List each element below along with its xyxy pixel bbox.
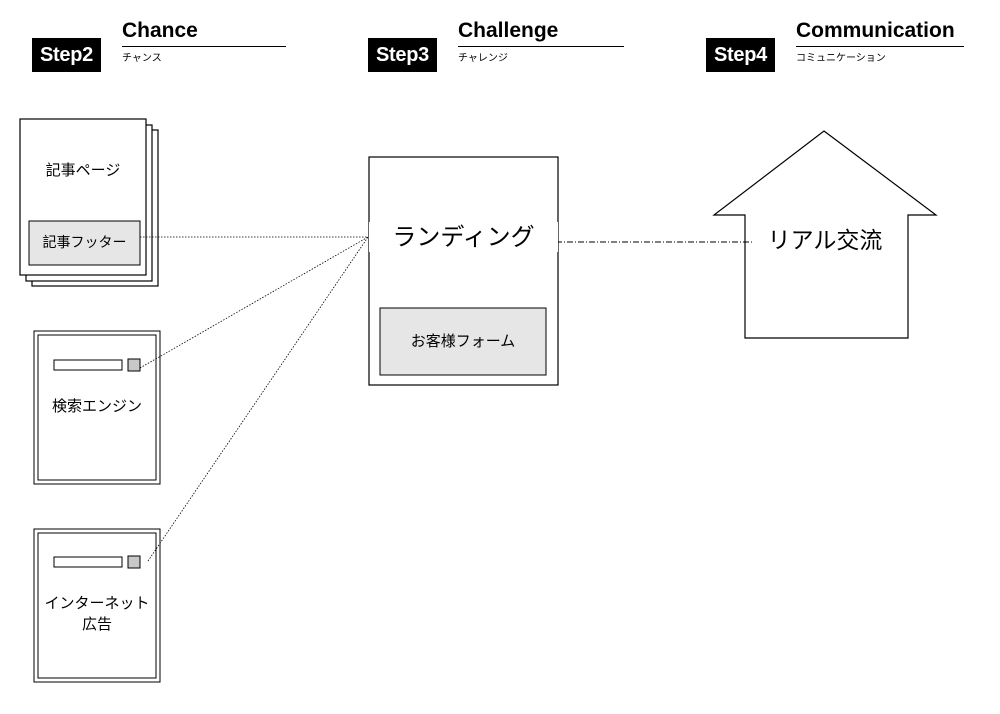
step4-rule — [796, 46, 964, 47]
customer-form-label: お客様フォーム — [410, 332, 516, 350]
step2-rule — [122, 46, 286, 47]
article-footer-label: 記事フッター — [42, 235, 127, 251]
real-exchange-house — [712, 130, 938, 339]
article-footer-box — [28, 220, 141, 266]
internet-ad-label-line1: インターネット — [44, 594, 150, 612]
connector-search-to-landing — [139, 236, 369, 369]
step2-badge: Step2 — [32, 38, 101, 72]
step4-badge: Step4 — [706, 38, 775, 72]
customer-form-box — [379, 307, 547, 376]
internet-ad-label-line2: 広告 — [81, 615, 112, 633]
step3-badge: Step3 — [368, 38, 437, 72]
step3-title: Challenge — [458, 19, 559, 42]
step4-subtitle: コミュニケーション — [796, 53, 886, 64]
step4-header: Step4 Communication コミュニケーション — [706, 18, 966, 74]
step3-header: Step3 Challenge チャレンジ — [368, 18, 624, 74]
real-exchange-label: リアル交流 — [767, 228, 883, 254]
step4-title: Communication — [796, 19, 955, 42]
search-engine-label: 検索エンジン — [51, 397, 142, 415]
step2-subtitle: チャンス — [122, 53, 162, 64]
step2-title: Chance — [122, 19, 198, 42]
search-button-square — [127, 358, 141, 372]
connector-ad-to-landing — [147, 236, 369, 562]
internet-ad-bar — [53, 556, 123, 568]
step2-header: Step2 Chance チャンス — [32, 18, 288, 74]
landing-label: ランディング — [369, 222, 558, 252]
search-input-bar — [53, 359, 123, 371]
step3-subtitle: チャレンジ — [458, 53, 508, 64]
article-page-label: 記事ページ — [45, 161, 121, 179]
internet-ad-button-square — [127, 555, 141, 569]
step3-rule — [458, 46, 624, 47]
